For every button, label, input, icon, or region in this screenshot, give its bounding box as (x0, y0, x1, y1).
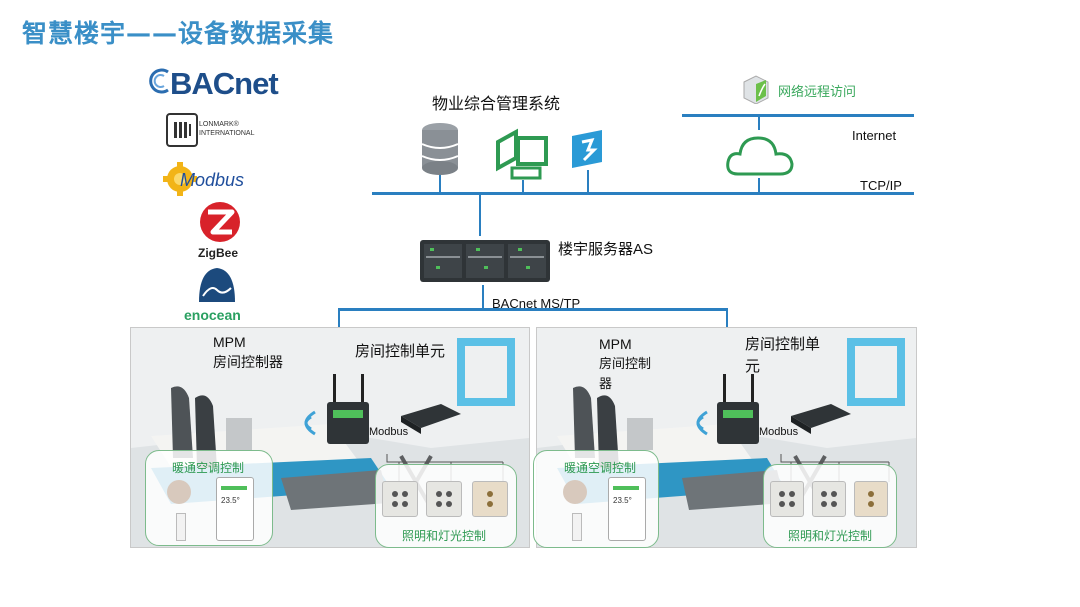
bacnet-logo-text: BACnet (170, 66, 279, 101)
room1-drop (338, 308, 340, 328)
room-2-modbus-gateway (791, 404, 851, 439)
room-1-lighting-box: 照明和灯光控制 (375, 464, 517, 548)
room2-drop (726, 308, 728, 328)
room-panel-2: MPM 房间控制器 房间控制单元 Modbus 暖通空调控制 23.5° (533, 327, 917, 548)
room-1-room-control-unit-label: 房间控制单元 (355, 343, 446, 360)
room-1-window-sensor-icon (176, 513, 186, 541)
enocean-logo (195, 266, 239, 311)
management-system-label: 物业综合管理系统 (432, 96, 561, 113)
room-2-light-switch-2 (812, 481, 846, 517)
room-2-modbus-label: Modbus (759, 426, 799, 438)
room-1-modbus-label: Modbus (369, 426, 409, 438)
remote-access-label: 网络远程访问 (778, 84, 857, 99)
room-2-thermostat-bar (613, 486, 639, 490)
room-1-light-switch-2 (426, 481, 462, 517)
room-2-mpm-label: MPM (599, 336, 632, 352)
enocean-logo-text: enocean (184, 307, 241, 323)
mgmt-drop-2 (522, 180, 524, 193)
cloud-icon (724, 128, 796, 185)
room-2-window-sensor-icon (572, 513, 582, 541)
room-1-room-controller-label: 房间控制器 (213, 354, 283, 370)
internet-label: Internet (852, 128, 897, 143)
room-1-controller-device (327, 374, 371, 451)
room-2-hvac-box: 暖通空调控制 23.5° (533, 450, 659, 548)
room-2-sensor-icon (560, 479, 590, 510)
zigbee-logo-text: ZigBee (198, 246, 239, 260)
room-1-sensor-icon (164, 479, 194, 510)
workstation-icon (494, 128, 552, 187)
room-1-light-switch-1 (382, 481, 418, 517)
lonmark-logo (166, 113, 198, 147)
room-1-thermostat-reading: 23.5° (221, 496, 240, 505)
bacnet-mstp-bus (338, 308, 728, 311)
building-server-device (420, 236, 552, 291)
room-1-thermostat-bar (221, 486, 247, 490)
room-2-lighting-label: 照明和灯光控制 (788, 529, 873, 543)
room-1-lighting-label: 照明和灯光控制 (402, 529, 487, 543)
room-2-hvac-label: 暖通空调控制 (564, 461, 637, 475)
room-2-light-switch-1 (770, 481, 804, 517)
room-1-light-switch-3 (472, 481, 508, 517)
tcpip-label: TCP/IP (860, 178, 902, 193)
room-2-room-control-unit-label: 房间控制单元 (745, 336, 821, 375)
modbus-gear-icon (162, 162, 198, 201)
mgmt-drop-1 (439, 174, 441, 193)
database-icon (420, 122, 460, 181)
internet-line (682, 114, 914, 117)
room-1-wifi-icon (291, 408, 319, 443)
cloud-drop-lower (758, 178, 760, 193)
room-2-thermostat-reading: 23.5° (613, 496, 632, 505)
zigbee-icon (200, 202, 240, 242)
server-down (482, 285, 484, 310)
room-2-controller-device (717, 374, 761, 451)
server-drop (479, 194, 481, 236)
lonmark-bars-icon (174, 122, 191, 138)
bacnet-swirl-icon (149, 68, 169, 94)
building-server-label: 楼宇服务器AS (558, 241, 654, 258)
room-2-wifi-icon (683, 408, 711, 443)
zigbee-logo (199, 201, 241, 248)
room-1-thermostat-icon: 23.5° (216, 477, 254, 541)
tcpip-bus (372, 192, 914, 195)
remote-access-icon (740, 74, 770, 109)
lonmark-logo-text: LONMARK® INTERNATIONAL (199, 121, 255, 137)
bacnet-logo (148, 66, 174, 101)
room-1-hvac-label: 暖通空调控制 (172, 461, 245, 475)
room-1-hvac-box: 暖通空调控制 23.5° (145, 450, 273, 546)
room-2-lighting-box: 照明和灯光控制 (763, 464, 897, 548)
room-1-modbus-gateway (401, 404, 461, 439)
room-1-mpm-label: MPM (213, 334, 246, 350)
app-icon (570, 128, 604, 175)
mgmt-drop-3 (587, 170, 589, 193)
room-2-light-switch-3 (854, 481, 888, 517)
room-panel-1: MPM 房间控制器 房间控制单元 Modbus 暖通空调控制 23.5° (130, 327, 530, 548)
modbus-logo-text: Modbus (180, 170, 245, 190)
enocean-icon (199, 268, 235, 302)
room-2-thermostat-icon: 23.5° (608, 477, 646, 541)
bacnet-mstp-label: BACnet MS/TP (492, 296, 581, 311)
cloud-drop (758, 116, 760, 130)
page-title: 智慧楼宇——设备数据采集 (22, 19, 335, 48)
room-2-room-controller-label: 房间控制器 (599, 356, 652, 391)
